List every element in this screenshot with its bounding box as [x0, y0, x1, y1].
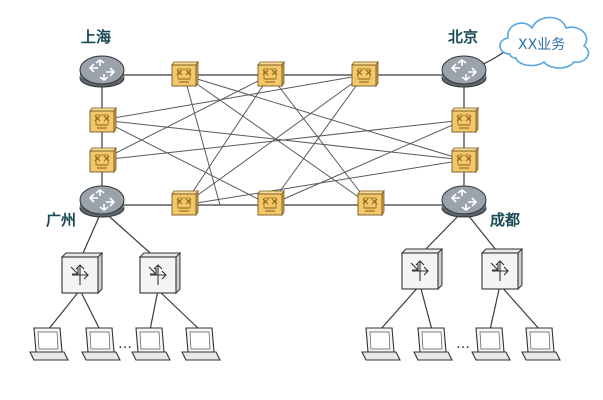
city-label-guangzhou: 广州 — [46, 211, 76, 229]
switch-icon[interactable] — [139, 252, 181, 294]
mesh-links — [101, 74, 465, 206]
laptop-icon[interactable] — [131, 327, 171, 361]
optical-switch-icon[interactable] — [451, 107, 479, 133]
optical-switch-icon[interactable] — [357, 190, 385, 216]
city-label-shanghai: 上海 — [81, 28, 111, 46]
laptop-icon[interactable] — [521, 327, 561, 361]
optical-switch-icon[interactable] — [89, 107, 117, 133]
laptop-icon[interactable] — [471, 327, 511, 361]
laptop-icon[interactable] — [361, 327, 401, 361]
ellipsis-left: … — [118, 336, 133, 352]
city-label-beijing: 北京 — [448, 28, 478, 46]
optical-switch-icon[interactable] — [89, 147, 117, 173]
service-cloud-label: XX业务 — [518, 37, 565, 53]
switch-icon[interactable] — [61, 252, 103, 294]
router-icon[interactable] — [79, 55, 125, 88]
optical-switch-icon[interactable] — [257, 61, 285, 87]
switch-icon[interactable] — [481, 248, 523, 290]
optical-switch-icon[interactable] — [257, 190, 285, 216]
backbone-links — [101, 74, 466, 206]
router-icon[interactable] — [441, 55, 487, 88]
ellipsis-right: … — [456, 336, 471, 352]
router-icon[interactable] — [79, 185, 125, 218]
laptop-icon[interactable] — [81, 327, 121, 361]
laptop-icon[interactable] — [413, 327, 453, 361]
city-label-chengdu: 成都 — [490, 211, 520, 229]
optical-switch-icon[interactable] — [171, 61, 199, 87]
cloud-icon[interactable]: XX业务 — [499, 16, 590, 69]
laptop-icon[interactable] — [181, 327, 221, 361]
optical-switch-icon[interactable] — [351, 61, 379, 87]
laptop-icon[interactable] — [29, 327, 69, 361]
optical-switch-icon[interactable] — [171, 190, 199, 216]
access-links — [47, 45, 541, 331]
optical-switch-icon[interactable] — [451, 147, 479, 173]
switch-icon[interactable] — [401, 248, 443, 290]
router-icon[interactable] — [441, 185, 487, 218]
